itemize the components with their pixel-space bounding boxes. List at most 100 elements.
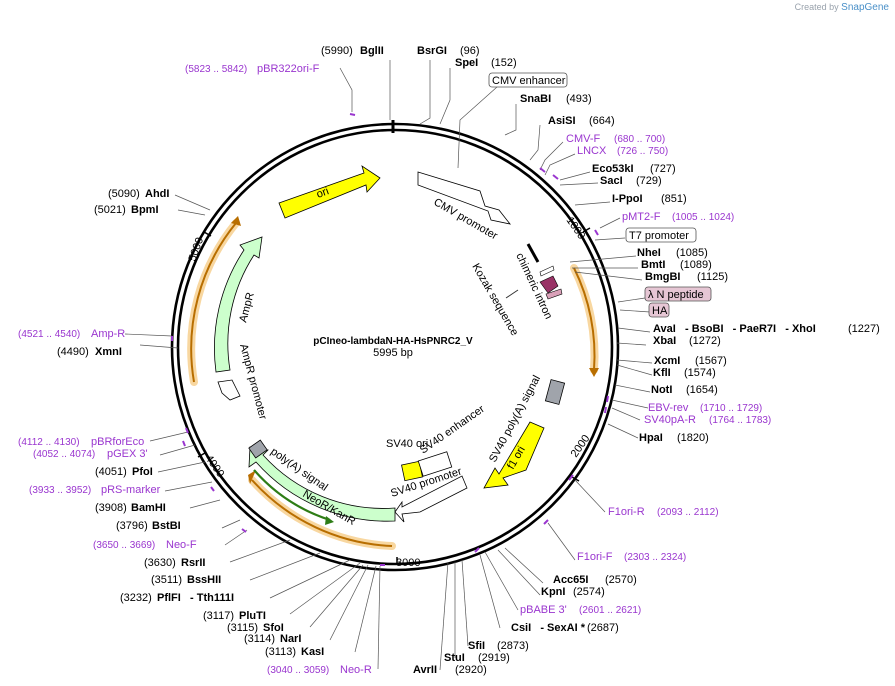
primer-neof-range: (3650 .. 3669) xyxy=(93,540,155,551)
ha-label: HA xyxy=(652,305,668,317)
site-kpnI-pos: (2574) xyxy=(573,586,605,598)
site-bamHI: BamHI xyxy=(131,502,166,514)
site-bmgBI-pos: (1125) xyxy=(697,271,728,283)
site-bpmI: BpmI xyxy=(131,204,159,216)
feature-sv40-polya-box xyxy=(544,379,566,405)
primer-neor: Neo-R xyxy=(340,664,372,676)
orf-arc-bottom-line xyxy=(251,479,393,547)
site-notI: NotI xyxy=(651,384,672,396)
credit-prefix: Created by xyxy=(794,2,839,12)
site-bsrGI: BsrGI xyxy=(417,45,447,57)
site-notI-pos: (1654) xyxy=(686,384,718,396)
site-pflFI-pos: (3232) xyxy=(120,592,152,604)
primer-pbabe3: pBABE 3' xyxy=(520,604,567,616)
site-xmnI: XmnI xyxy=(95,346,122,358)
site-csiI-pos: (2687) xyxy=(587,622,619,634)
primer-ampr: Amp-R xyxy=(91,328,125,340)
site-bmtI: BmtI xyxy=(641,259,665,271)
site-xbaI-pos: (1272) xyxy=(689,335,721,347)
feature-ha xyxy=(545,288,563,300)
site-bpmI-pos: (5021) xyxy=(94,204,126,216)
site-bssHII: BssHII xyxy=(187,574,221,586)
site-ahdI-pos: (5090) xyxy=(108,188,140,200)
primer-neor-range: (3040 .. 3059) xyxy=(267,665,329,676)
feature-sv40-enhancer-label: SV40 enhancer xyxy=(418,403,487,457)
orf-arrow-bottom xyxy=(248,470,256,484)
primer-lncx-range: (726 .. 750) xyxy=(617,146,668,157)
site-pluTI: PluTI xyxy=(239,610,266,622)
site-stuI: StuI xyxy=(444,652,465,664)
site-sfoI: SfoI xyxy=(263,622,284,634)
site-snaBI: SnaBI xyxy=(520,93,551,105)
site-ippoI-pos: (851) xyxy=(661,193,687,205)
site-hpaI-pos: (1820) xyxy=(677,432,709,444)
cmv-enhancer-box xyxy=(488,72,568,88)
tick-5000: 5000 xyxy=(187,236,207,263)
site-bmtI-pos: (1089) xyxy=(680,259,712,271)
feature-small-arrow xyxy=(539,265,555,277)
lambda-n-box xyxy=(644,286,712,302)
feature-ampr xyxy=(214,236,263,373)
primer-pgex: pGEX 3' xyxy=(107,448,148,460)
orf-arc-left-line xyxy=(190,222,237,383)
site-snaBI-pos: (493) xyxy=(566,93,592,105)
site-sfoI-pos: (3115) xyxy=(227,622,258,634)
site-bstBI: BstBI xyxy=(152,520,181,532)
site-csiI-group: CsiI - SexAI * xyxy=(511,622,586,634)
site-narI-pos: (3114) xyxy=(244,633,275,645)
site-stuI-pos: (2919) xyxy=(478,652,510,664)
backbone-inner xyxy=(176,128,614,566)
site-kflI-pos: (1574) xyxy=(684,367,716,379)
site-pflFI-group: PflFI - Tth111I xyxy=(157,592,234,604)
tick-3000: 3000 xyxy=(396,557,420,569)
primer-prs-range: (3933 .. 3952) xyxy=(29,485,91,496)
site-speI: SpeI xyxy=(455,57,478,69)
site-bglII: BglII xyxy=(360,45,384,57)
primer-f1orif-range: (2303 .. 2324) xyxy=(624,552,686,563)
feature-neor-inner-arrow xyxy=(253,469,331,522)
plasmid-name: pCIneo-lambdaN-HA-HsPNRC2_V xyxy=(313,336,473,347)
primer-pmt2f-range: (1005 .. 1024) xyxy=(672,212,734,223)
primer-pbrfor: pBRforEco xyxy=(91,436,144,448)
site-sfiI-pos: (2873) xyxy=(497,640,529,652)
site-acc65I-pos: (2570) xyxy=(605,574,637,586)
site-bssHII-pos: (3511) xyxy=(151,574,182,586)
plasmid-size: 5995 bp xyxy=(373,347,413,359)
primer-ampr-range: (4521 .. 4540) xyxy=(18,329,80,340)
primer-f1orir: F1ori-R xyxy=(608,506,645,518)
primer-markers xyxy=(171,113,609,566)
site-xcmI: XcmI xyxy=(654,355,680,367)
site-sacI: SacI xyxy=(600,175,623,187)
feature-ampr-promoter xyxy=(217,379,241,401)
site-rsrII-pos: (3630) xyxy=(144,557,176,569)
site-xmnI-pos: (4490) xyxy=(57,346,89,358)
feature-cmv-promoter-label: CMV promoter xyxy=(432,196,500,242)
feature-kozak-label: Kozak sequence xyxy=(469,262,520,338)
feature-f1-ori xyxy=(483,421,545,489)
feature-cmv-promoter xyxy=(417,171,511,225)
site-acc65I: Acc65I xyxy=(553,574,588,586)
site-bstBI-pos: (3796) xyxy=(116,520,148,532)
site-narI: NarI xyxy=(280,633,301,645)
site-bamHI-pos: (3908) xyxy=(95,502,127,514)
primer-pbr322: pBR322ori-F xyxy=(257,63,320,75)
primer-ebvrev-range: (1710 .. 1729) xyxy=(700,403,762,414)
primer-f1orif: F1ori-F xyxy=(577,551,613,563)
site-avaI-group: AvaI - BsoBI - PaeR7I - XhoI xyxy=(653,323,816,335)
feature-neor xyxy=(248,446,396,522)
primer-pmt2f: pMT2-F xyxy=(622,211,661,223)
site-bglII-pos: (5990) xyxy=(321,45,353,57)
snapgene-credit: Created by SnapGene xyxy=(795,2,889,13)
site-xbaI: XbaI xyxy=(653,335,676,347)
site-pfoI-pos: (4051) xyxy=(95,466,127,478)
leader-lines xyxy=(124,60,653,671)
site-kasI: KasI xyxy=(301,646,324,658)
primer-neof: Neo-F xyxy=(166,539,197,551)
orf-arrow-right xyxy=(589,368,599,377)
site-avrII: AvrII xyxy=(413,664,437,676)
backbone-outer xyxy=(170,122,620,572)
cmv-enhancer-label: CMV enhancer xyxy=(492,75,566,87)
feature-chimeric-intron-bar xyxy=(526,243,540,263)
site-kasI-pos: (3113) xyxy=(265,646,296,658)
feature-neor-inner-head xyxy=(325,516,334,525)
